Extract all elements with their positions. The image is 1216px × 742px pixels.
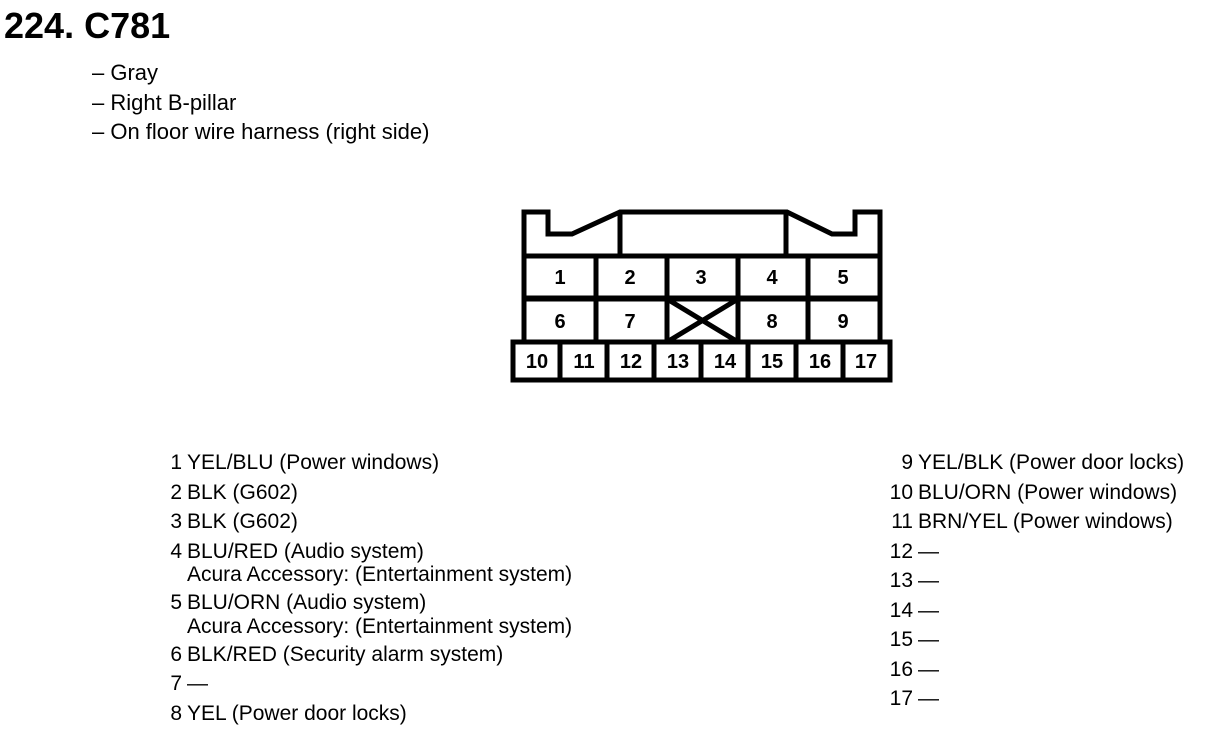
pin-number: 12 bbox=[889, 539, 913, 563]
pin-entry: 13— bbox=[885, 566, 1184, 596]
connector-title: 224. C781 bbox=[4, 5, 171, 46]
main-cavity-block bbox=[521, 253, 883, 345]
pin-entry: 16— bbox=[885, 655, 1184, 685]
pin-label-6: 6 bbox=[554, 311, 565, 333]
pin-description: BLU/ORN (Audio system) bbox=[187, 591, 427, 614]
pin-sub-description: Acura Accessory: (Entertainment system) bbox=[187, 563, 573, 586]
pin-entry: 15— bbox=[885, 625, 1184, 655]
pin-description: BLK (G602) bbox=[187, 510, 298, 533]
pin-description: BLK (G602) bbox=[187, 480, 298, 504]
pin-number: 8 bbox=[170, 701, 182, 725]
pin-description: BLU/ORN (Power windows) bbox=[918, 480, 1178, 504]
pin-description: — bbox=[918, 569, 939, 592]
pin-label-13: 13 bbox=[667, 351, 689, 373]
connector-color: – Gray bbox=[92, 60, 159, 85]
pin-label-4: 4 bbox=[766, 267, 778, 289]
pin-label-10: 10 bbox=[526, 351, 548, 373]
blocked-cavity-x1 bbox=[665, 296, 740, 345]
connector-details: – Gray – Right B-pillar – On floor wire … bbox=[92, 58, 429, 147]
pin-description: BLK/RED (Security alarm system) bbox=[187, 642, 504, 666]
pin-entry: 17— bbox=[885, 684, 1184, 714]
pin-number: 7 bbox=[170, 672, 182, 695]
pin-entry: 14— bbox=[885, 596, 1184, 626]
connector-location: – Right B-pillar bbox=[92, 89, 237, 115]
pin-number: 6 bbox=[170, 642, 182, 666]
pin-label-1: 1 bbox=[554, 267, 565, 289]
pin-number: 4 bbox=[170, 539, 182, 563]
pin-entry: 12— bbox=[885, 537, 1184, 567]
pin-number: 3 bbox=[170, 510, 182, 533]
pin-description: — bbox=[918, 657, 939, 681]
pin-number: 9 bbox=[901, 451, 913, 474]
pin-description: — bbox=[918, 539, 939, 563]
pin-label-14: 14 bbox=[714, 351, 737, 373]
pin-entry: 7— bbox=[158, 669, 572, 699]
pin-label-3: 3 bbox=[695, 267, 706, 289]
pin-number: 2 bbox=[170, 480, 182, 504]
pin-description: — bbox=[918, 687, 939, 710]
pin-label-8: 8 bbox=[766, 311, 777, 333]
pin-label-12: 12 bbox=[620, 351, 642, 373]
pin-number: 15 bbox=[889, 628, 913, 651]
blocked-cavity-x2 bbox=[665, 296, 740, 345]
bottom-row-block bbox=[510, 339, 893, 383]
pin-label-7: 7 bbox=[624, 311, 635, 333]
pin-description: — bbox=[187, 672, 208, 695]
pin-number: 17 bbox=[889, 687, 913, 710]
pin-description: — bbox=[918, 598, 939, 622]
pin-description: YEL/BLU (Power windows) bbox=[187, 451, 440, 474]
pin-number: 11 bbox=[891, 510, 913, 533]
pin-number: 14 bbox=[889, 598, 913, 622]
pin-label-5: 5 bbox=[837, 267, 848, 289]
pin-description: YEL (Power door locks) bbox=[187, 701, 407, 725]
pin-label-15: 15 bbox=[761, 351, 783, 373]
pin-sub-description: Acura Accessory: (Entertainment system) bbox=[187, 614, 573, 638]
pin-label-11: 11 bbox=[573, 351, 594, 373]
pin-number: 5 bbox=[170, 591, 182, 614]
pin-label-17: 17 bbox=[855, 351, 877, 373]
connector-housing bbox=[521, 209, 883, 301]
pin-description: — bbox=[918, 628, 939, 651]
pin-label-2: 2 bbox=[624, 267, 635, 289]
pin-number: 1 bbox=[170, 451, 182, 474]
pin-number: 13 bbox=[889, 569, 913, 592]
pin-label-16: 16 bbox=[809, 351, 831, 373]
pin-label-9: 9 bbox=[837, 311, 848, 333]
pin-number: 16 bbox=[889, 657, 913, 681]
pin-number: 10 bbox=[889, 480, 913, 504]
pin-description: YEL/BLK (Power door locks) bbox=[918, 451, 1185, 474]
connector-harness: – On floor wire harness (right side) bbox=[92, 119, 430, 144]
pin-description: BRN/YEL (Power windows) bbox=[918, 510, 1173, 533]
pin-description: BLU/RED (Audio system) bbox=[187, 539, 424, 563]
